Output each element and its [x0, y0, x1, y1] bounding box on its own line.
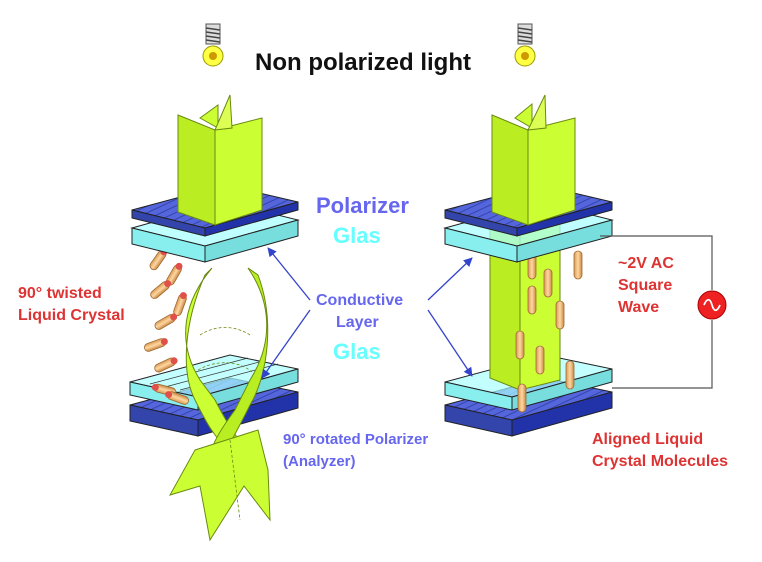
voltage-label-line2: Square	[618, 277, 672, 294]
glas-top-label: Glas	[333, 223, 381, 248]
left-stack	[129, 94, 300, 542]
light-bulb-icon	[514, 23, 536, 67]
voltage-label-line3: Wave	[618, 299, 659, 316]
aligned-label-line1: Aligned Liquid	[592, 431, 703, 448]
right-stack	[443, 94, 727, 437]
exit-arrow	[168, 429, 271, 542]
pointer-arrows	[261, 247, 473, 379]
title: Non polarized light	[255, 49, 471, 76]
incoming-light	[177, 94, 263, 226]
voltage-label-line1: ~2V AC	[618, 255, 674, 272]
twisted-label-line2: Liquid Crystal	[18, 307, 125, 324]
light-bulb-icon	[202, 23, 224, 67]
aligned-label-line2: Crystal Molecules	[592, 453, 728, 470]
glas-bottom-label: Glas	[333, 339, 381, 364]
aligned-crystals	[515, 250, 583, 413]
rotated-label-line1: 90° rotated Polarizer	[283, 431, 428, 448]
right-incoming-light	[491, 94, 576, 226]
ac-source-icon	[697, 290, 727, 320]
rotated-label-line2: (Analyzer)	[283, 453, 356, 470]
polarizer-label: Polarizer	[316, 193, 409, 218]
twisted-label-line1: 90° twisted	[18, 285, 102, 302]
twisted-crystals	[144, 248, 189, 405]
ac-circuit	[600, 235, 713, 389]
conductive-label-line2: Layer	[336, 314, 379, 331]
conductive-label-line1: Conductive	[316, 292, 403, 309]
